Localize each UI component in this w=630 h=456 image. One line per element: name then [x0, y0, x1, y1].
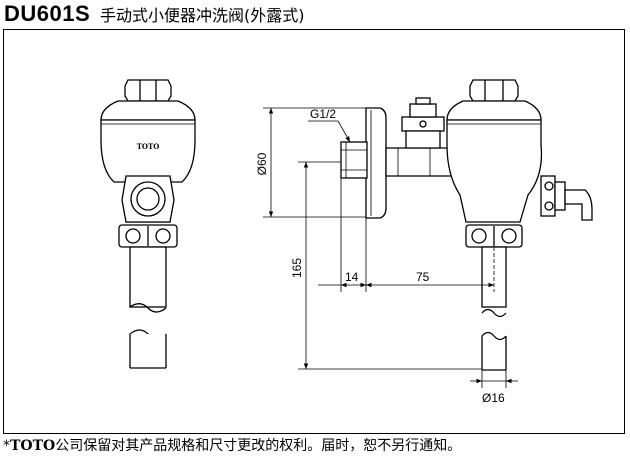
footnote: *TOTO公司保留对其产品规格和尺寸更改的权利。届时，恕不另行通知。 [3, 437, 461, 455]
flange-diameter-label: Ø60 [255, 152, 269, 175]
front-view [100, 79, 196, 369]
height-label: 165 [290, 258, 304, 278]
title-bar: DU601S 手动式小便器冲洗阀(外露式) [0, 0, 630, 28]
pipe-diameter-label: Ø16 [482, 391, 505, 405]
footnote-marker: * [3, 438, 10, 454]
footnote-text: 公司保留对其产品规格和尺寸更改的权利。届时，恕不另行通知。 [55, 438, 462, 454]
length-label: 75 [416, 270, 430, 284]
dimension-lines [263, 107, 518, 388]
offset-label: 14 [345, 270, 359, 284]
footnote-brand: TOTO [10, 438, 56, 454]
product-name: 手动式小便器冲洗阀(外露式) [100, 6, 305, 25]
brand-label: TOTO [137, 142, 160, 151]
model-number: DU601S [4, 1, 91, 26]
drawing-frame [3, 29, 625, 434]
thread-label: G1/2 [310, 107, 336, 121]
side-view [340, 79, 593, 371]
